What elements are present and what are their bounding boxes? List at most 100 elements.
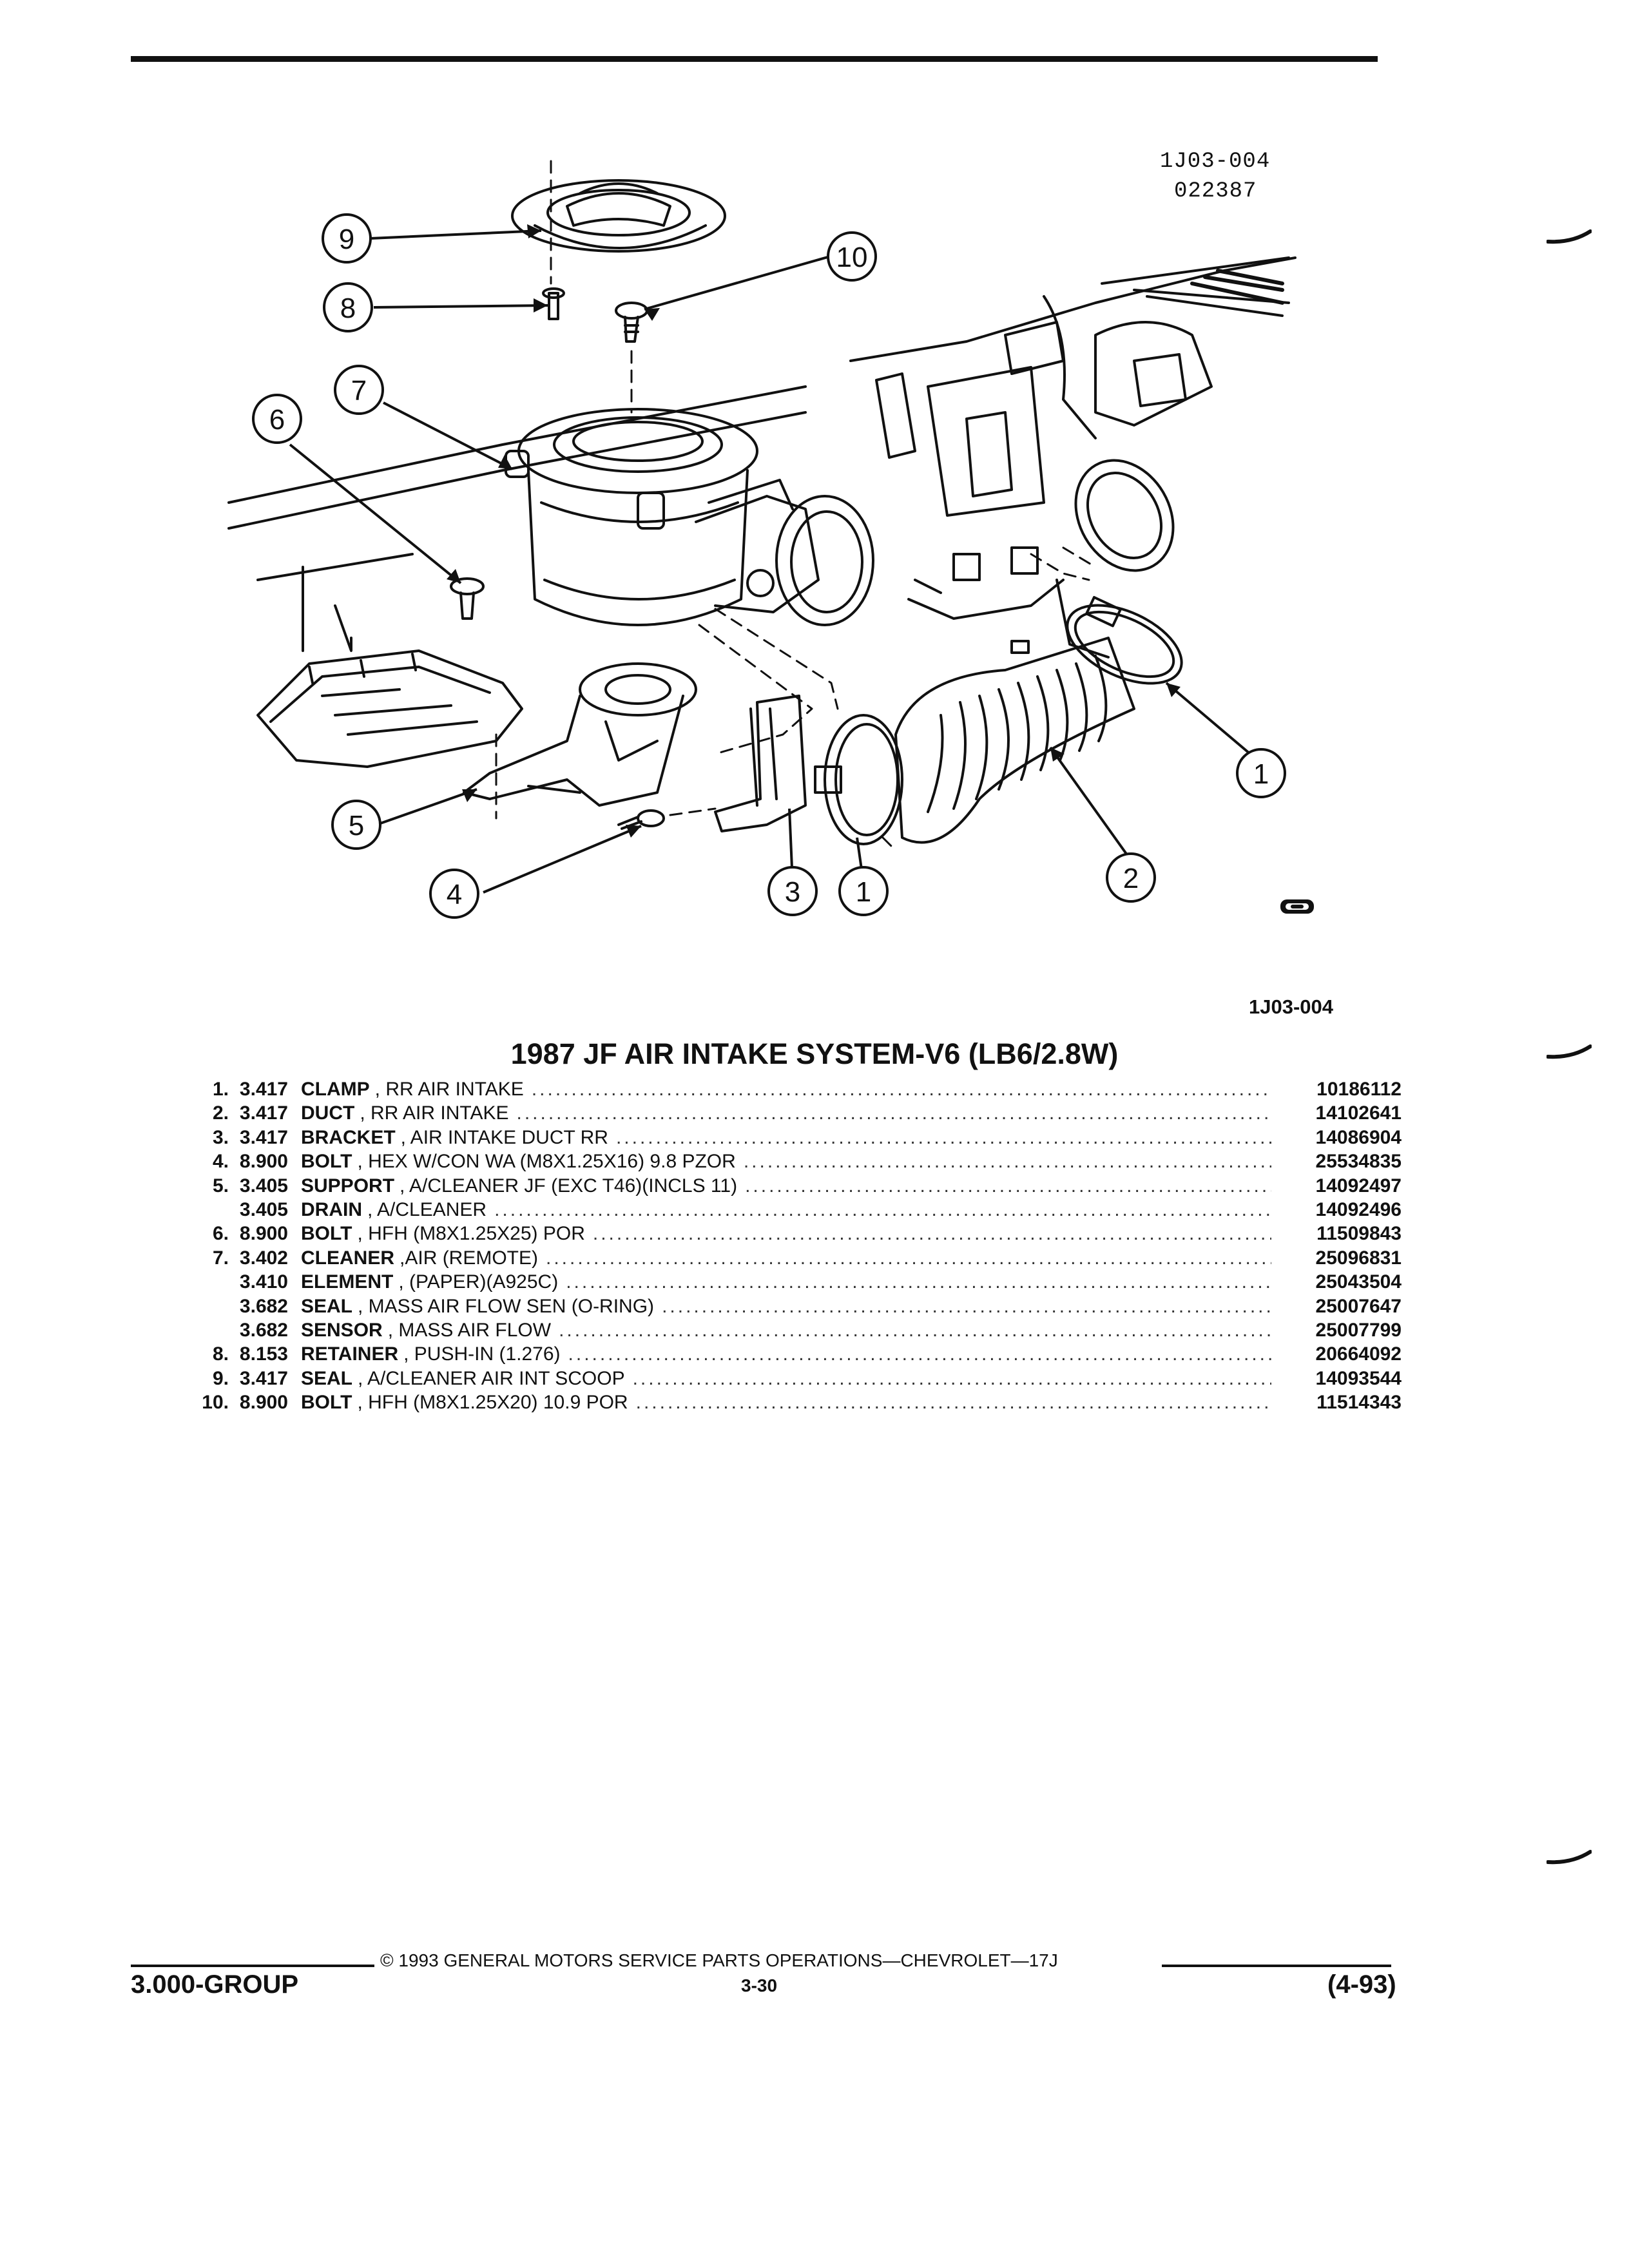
throttle-ring xyxy=(1074,459,1175,572)
footer-rule-right xyxy=(1162,1965,1391,1967)
leader-9 xyxy=(370,229,542,240)
page-title: 1987 JF AIR INTAKE SYSTEM-V6 (LB6/2.8W) xyxy=(510,1037,1119,1070)
part-number: 11509843 xyxy=(1316,1223,1402,1245)
callout-1-up xyxy=(1236,748,1286,798)
part-item-number: 6. xyxy=(212,1223,229,1245)
callout-9 xyxy=(322,213,372,264)
top-rule xyxy=(131,56,1378,62)
callout-label: 8 xyxy=(340,293,356,324)
leader-dots xyxy=(568,1342,1271,1366)
leader-dots xyxy=(616,1126,1271,1149)
part-number: 25096831 xyxy=(1315,1247,1402,1269)
body-panel-line xyxy=(227,385,807,504)
part-bolt-4 xyxy=(617,809,665,830)
part-description: , MASS AIR FLOW xyxy=(387,1319,552,1341)
callout-label: 10 xyxy=(836,242,868,273)
part-item-number: 1. xyxy=(212,1079,229,1100)
callout-label: 2 xyxy=(1123,863,1139,894)
body-panel-line xyxy=(227,411,807,530)
leader-dots xyxy=(662,1294,1271,1318)
leader-dots xyxy=(532,1077,1271,1101)
part-number: 20664092 xyxy=(1315,1343,1402,1365)
leader-dots xyxy=(546,1246,1271,1270)
part-item-number: 7. xyxy=(212,1247,229,1269)
part-name: SENSOR xyxy=(301,1319,383,1341)
part-name: BOLT xyxy=(301,1223,352,1245)
part-group-code: 3.417 xyxy=(239,1079,288,1100)
part-number: 25007799 xyxy=(1315,1319,1402,1341)
part-support xyxy=(463,662,697,807)
part-name: BRACKET xyxy=(301,1126,396,1148)
part-description: , RR AIR INTAKE xyxy=(374,1079,524,1100)
part-number: 25007647 xyxy=(1315,1295,1402,1317)
part-drain-panel xyxy=(256,649,523,768)
part-seal-scoop xyxy=(511,179,726,253)
part-number: 25534835 xyxy=(1315,1151,1402,1173)
callout-label: 9 xyxy=(339,224,354,255)
callout-label: 1 xyxy=(856,876,871,908)
part-duct xyxy=(894,637,1135,844)
part-description: , AIR INTAKE DUCT RR xyxy=(400,1126,608,1148)
part-name: SEAL xyxy=(301,1295,353,1317)
callout-label: 5 xyxy=(349,810,364,841)
part-item-number: 8. xyxy=(212,1343,229,1365)
part-group-code: 3.417 xyxy=(239,1126,288,1148)
part-name: CLAMP xyxy=(301,1079,370,1100)
leader-dots xyxy=(559,1318,1271,1342)
part-number: 14102641 xyxy=(1315,1102,1402,1124)
leader-dots xyxy=(744,1149,1271,1173)
leader-7 xyxy=(383,401,513,470)
part-row: 1. 3.417 CLAMP, RR AIR INTAKE 10186112 xyxy=(177,1077,1402,1101)
part-item-number: 9. xyxy=(212,1367,229,1389)
leader-dots xyxy=(636,1390,1271,1414)
part-description: , MASS AIR FLOW SEN (O-RING) xyxy=(358,1295,655,1317)
part-number: 14092497 xyxy=(1315,1175,1402,1196)
callout-label: 4 xyxy=(447,879,462,910)
part-group-code: 3.417 xyxy=(239,1367,288,1389)
footer-page-number: 3-30 xyxy=(741,1975,778,1995)
part-name: RETAINER xyxy=(301,1343,399,1365)
callout-7 xyxy=(334,365,384,415)
part-number: 10186112 xyxy=(1316,1079,1402,1100)
callout-label: 3 xyxy=(785,876,800,908)
part-number: 25043504 xyxy=(1315,1271,1402,1293)
callout-8 xyxy=(323,282,373,332)
part-description: , PUSH-IN (1.276) xyxy=(403,1343,561,1365)
margin-mark-icon xyxy=(1547,1044,1592,1059)
part-description: , HEX W/CON WA (M8X1.25X16) 9.8 PZOR xyxy=(357,1151,736,1173)
part-bolt-10 xyxy=(615,302,648,343)
margin-mark-icon xyxy=(1547,1850,1592,1865)
part-description: , HFH (M8X1.25X25) POR xyxy=(357,1223,585,1245)
part-row: 6. 8.900 BOLT, HFH (M8X1.25X25) POR 1150984… xyxy=(177,1222,1402,1245)
part-clamp-lower xyxy=(814,714,903,845)
footer-rule-left xyxy=(131,1965,374,1967)
part-number: 14093544 xyxy=(1315,1367,1402,1389)
part-description: ,AIR (REMOTE) xyxy=(400,1247,539,1269)
part-group-code: 8.900 xyxy=(239,1223,288,1245)
callout-3 xyxy=(767,866,818,916)
callout-label: 6 xyxy=(269,404,285,436)
leader-4 xyxy=(483,825,642,894)
part-group-code: 3.410 xyxy=(239,1271,288,1293)
leader-dots xyxy=(566,1270,1271,1294)
body-panel-line xyxy=(334,604,352,652)
leader-dots xyxy=(516,1101,1271,1125)
footer-copyright: © 1993 GENERAL MOTORS SERVICE PARTS OPER… xyxy=(380,1950,1058,1970)
part-item-number: 4. xyxy=(212,1151,229,1173)
callout-6 xyxy=(252,394,302,444)
part-item-number: 5. xyxy=(212,1175,229,1196)
part-group-code: 3.405 xyxy=(239,1175,288,1196)
part-name: DUCT xyxy=(301,1102,355,1124)
figure-code: 1J03-004 xyxy=(1160,149,1271,174)
leader-dots xyxy=(593,1222,1271,1245)
callout-2 xyxy=(1106,852,1156,903)
part-group-code: 8.900 xyxy=(239,1392,288,1414)
